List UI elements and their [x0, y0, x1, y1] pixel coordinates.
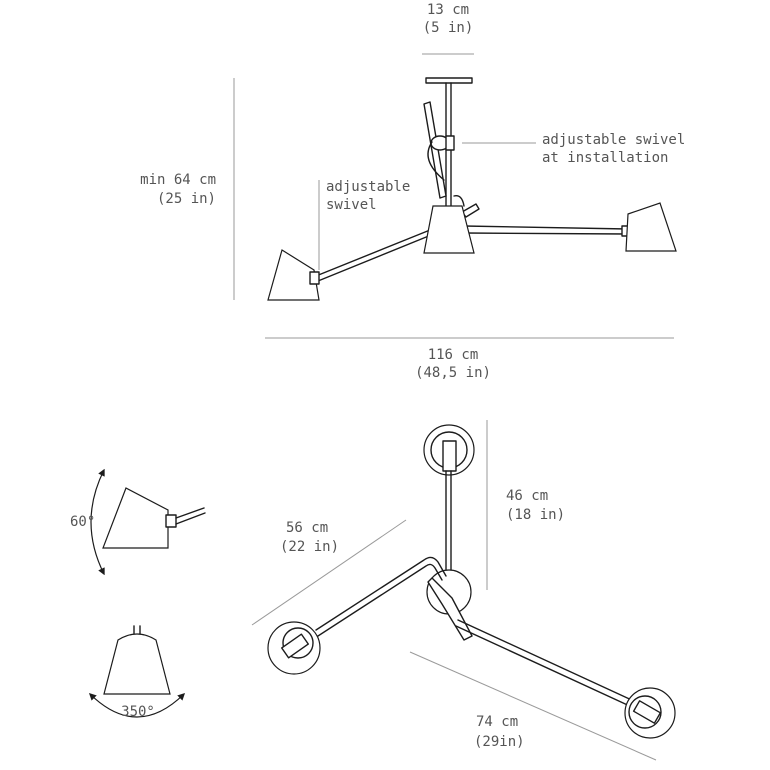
arm-long-label-cm: 74 cm — [476, 714, 518, 730]
rotation-detail: 350° — [88, 625, 186, 720]
min-height-label-in: (25 in) — [157, 191, 216, 207]
tilt-angle-label: 60° — [70, 514, 95, 530]
left-arm-upper-edge — [315, 225, 441, 277]
center-joint-curve — [453, 195, 465, 207]
left-shade — [267, 249, 320, 301]
right-arm-lower-edge — [463, 232, 629, 235]
arm-short-label-cm: 46 cm — [506, 488, 548, 504]
plan-left-arm-lower — [317, 563, 443, 637]
arm-medium-label-in: (22 in) — [280, 539, 339, 555]
tilt-arm-upper — [175, 507, 205, 519]
plan-right-arm-upper — [457, 619, 637, 703]
rotation-shade — [103, 633, 171, 695]
swivel-label-2: swivel — [326, 197, 377, 213]
total-width-label-cm: 116 cm — [428, 347, 479, 363]
left-shade-joint — [309, 271, 320, 285]
tilted-rod — [423, 101, 447, 199]
swivel-install-label-1: adjustable swivel — [542, 132, 685, 148]
plan-right-arm-lower — [455, 625, 635, 709]
plan-right-joint — [632, 700, 662, 724]
swivel-label-1: adjustable — [326, 179, 410, 195]
swivel-collar-upper — [445, 135, 455, 151]
plan-top-joint — [442, 440, 457, 472]
plan-view: 46 cm (18 in) 56 cm (22 in) 74 cm (29in) — [251, 420, 676, 761]
plan-left-arm-upper — [315, 556, 447, 631]
arm-medium-dimension-line — [251, 519, 407, 626]
tilt-arc-arrow — [90, 468, 105, 576]
swivel-loop — [427, 141, 445, 181]
canopy-plate — [425, 77, 473, 84]
swivel-install-label-2: at installation — [542, 150, 668, 166]
min-height-label-cm: min 64 cm — [140, 172, 216, 188]
plan-left-shade-inner — [282, 627, 314, 659]
tilt-shade — [102, 487, 169, 549]
tilt-detail: 60° — [70, 468, 206, 576]
right-shade — [625, 202, 677, 252]
left-arm-lower-edge — [317, 230, 442, 282]
canopy-width-label-in: (5 in) — [423, 20, 474, 36]
tilt-arm-lower — [175, 512, 206, 525]
total-width-label-in: (48,5 in) — [415, 365, 491, 381]
plan-center-rod — [427, 577, 473, 641]
right-arm-upper-edge — [463, 225, 629, 230]
arm-long-dimension-line — [409, 651, 657, 761]
rotation-arc-arrow — [88, 692, 186, 718]
plan-left-joint — [281, 633, 309, 659]
arm-long-label-in: (29in) — [474, 734, 525, 750]
rotation-angle-label: 350° — [121, 704, 155, 720]
arm-medium-label-cm: 56 cm — [286, 520, 328, 536]
center-shade — [423, 205, 475, 254]
tilt-shade-joint — [165, 514, 177, 528]
front-elevation: 13 cm (5 in) adjustable swivel at instal… — [140, 2, 685, 381]
canopy-width-label-cm: 13 cm — [427, 2, 469, 18]
plan-right-shade-inner — [628, 695, 662, 729]
arm-short-label-in: (18 in) — [506, 507, 565, 523]
